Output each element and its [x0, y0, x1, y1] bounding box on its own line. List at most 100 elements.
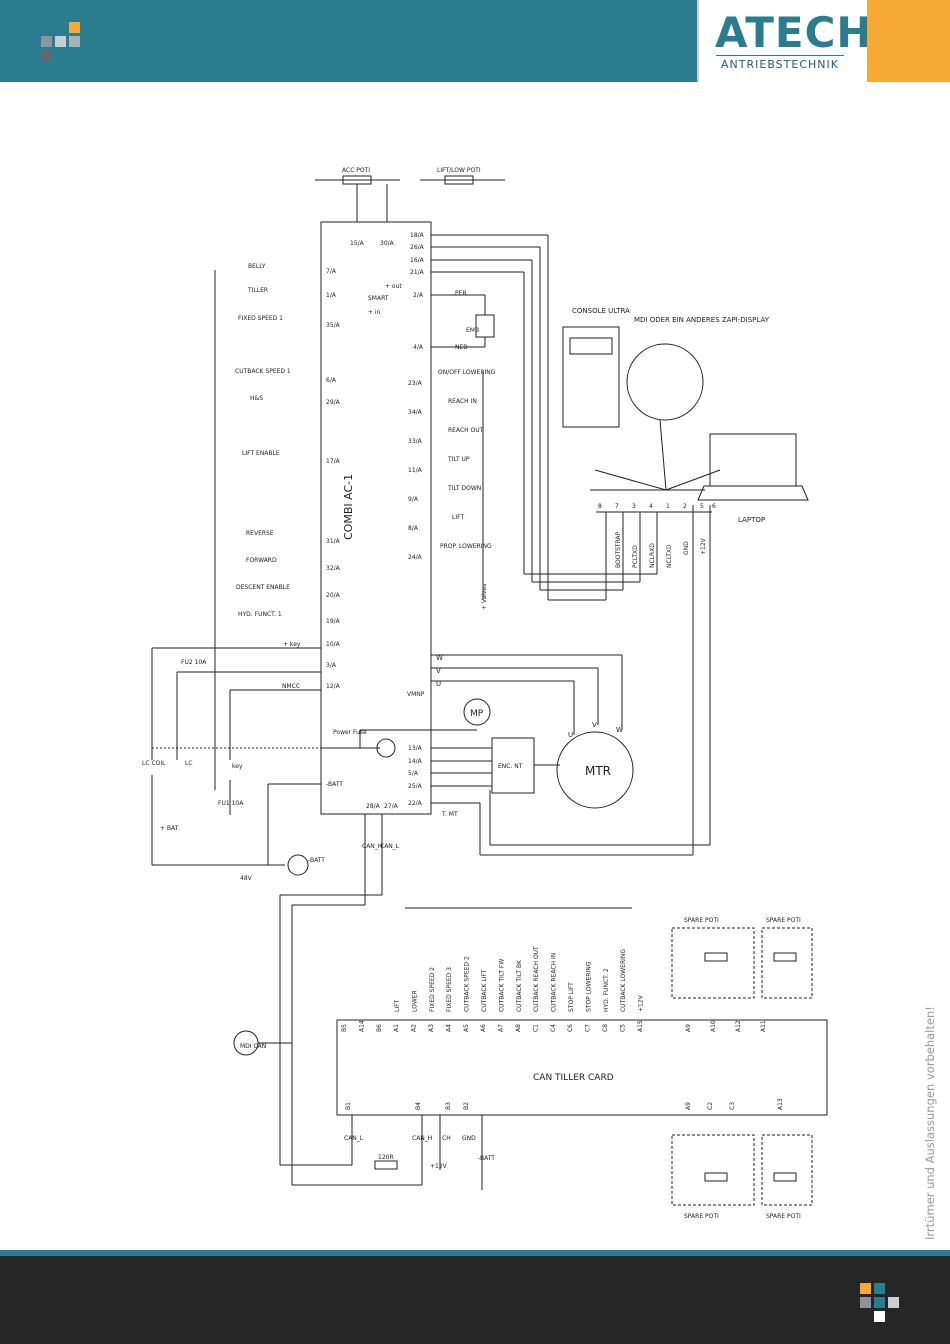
footer: [0, 1256, 950, 1344]
brand-name: ATECH: [715, 8, 873, 57]
tmt-label: T. MT: [441, 811, 458, 818]
logo-square: [874, 1283, 885, 1294]
pin-label: 8: [598, 503, 602, 510]
phase-w: W: [436, 654, 443, 662]
pin-label: 14/A: [408, 758, 423, 765]
input-label: H&S: [250, 395, 263, 402]
laptop-label: LAPTOP: [738, 516, 765, 524]
tiller-pin-label: A12: [735, 1020, 742, 1032]
lift-poti-label: LIFT/LOW POTI: [437, 167, 481, 174]
signal-label: +12V: [700, 537, 707, 555]
plus-out-label: + out: [385, 283, 402, 290]
mp-label: MP: [470, 709, 484, 719]
tiller-input-label: CUTBACK REACH OUT: [533, 946, 540, 1012]
tiller-pin-label: B5: [341, 1024, 348, 1032]
tiller-pin-label: A4: [445, 1024, 452, 1032]
logo-square: [874, 1297, 885, 1308]
valves-supply-label: + Valves: [481, 584, 488, 610]
brand-tagline: ANTRIEBSTECHNIK: [716, 55, 844, 71]
valve-label: PROP. LOWERING: [440, 543, 492, 550]
tiller-input-label: STOP LIFT: [568, 982, 575, 1012]
pin-label: 18/A: [410, 232, 425, 239]
tiller-pin-label: A11: [760, 1020, 767, 1032]
fu1-label: FU1 10A: [218, 800, 244, 807]
v12-bottom: +12V: [430, 1163, 448, 1170]
tiller-pin-label: A9: [685, 1102, 692, 1110]
logo-square: [69, 36, 80, 47]
mdi-can-label: MDI CAN: [240, 1043, 266, 1050]
acc-poti-label: ACC POTI: [342, 167, 370, 174]
mtr-label: MTR: [585, 764, 611, 778]
pin-label: 4: [649, 503, 653, 510]
pin-2a: 2/A: [413, 292, 424, 299]
pin-label: 32/A: [326, 565, 341, 572]
input-label: CUTBACK SPEED 1: [235, 368, 291, 375]
tiller-pin-label: C6: [567, 1024, 574, 1032]
signal-label: GND: [683, 541, 690, 555]
pin-label: 1: [666, 503, 670, 510]
valve-label: TILT UP: [447, 456, 470, 463]
tiller-pin-label: A6: [480, 1024, 487, 1032]
valve-label: REACH OUT: [448, 427, 484, 434]
bat-plus-label: + BAT: [160, 825, 179, 832]
pin-label: 17/A: [326, 458, 341, 465]
pin-30a: 30/A: [380, 240, 395, 247]
signal-label: NCLTXD: [666, 544, 673, 568]
pin-label: 34/A: [408, 409, 423, 416]
valve-label: ON/OFF LOWERING: [438, 369, 496, 376]
tiller-input-label: STOP LOWERING: [585, 961, 592, 1012]
top-right-pins: 18/A 26/A 16/A 21/A: [410, 232, 425, 276]
lc-label: LC: [185, 760, 193, 767]
tiller-pin-label: A3: [428, 1024, 435, 1032]
pin-label: 25/A: [408, 783, 423, 790]
pin-3a: 3/A: [326, 662, 337, 669]
logo-square: [874, 1311, 885, 1322]
tiller-pin-label: C7: [585, 1024, 592, 1032]
pin-28a: 28/A: [366, 803, 381, 810]
can-h-label: CAN_H: [362, 843, 382, 850]
power-fuse-label: Power Fuse: [333, 729, 367, 736]
tiller-input-label: +12V: [638, 994, 645, 1012]
spare-poti-label: SPARE POTI: [766, 917, 801, 924]
pin-label: 11/A: [408, 467, 423, 474]
tiller-input-label: CUTBACK TILT BK: [516, 959, 523, 1012]
pin-15a: 15/A: [350, 240, 365, 247]
can-l-bottom: CAN_L: [344, 1135, 364, 1142]
signal-label: PCLTXD: [632, 545, 639, 568]
footer-band: [0, 1250, 950, 1256]
logo-squares-icon: [41, 36, 52, 47]
pin-label: 6: [712, 503, 716, 510]
pin-label: 5: [700, 503, 704, 510]
valve-label: TILT DOWN: [447, 485, 481, 492]
tiller-input-label: CUTBACK LOWERING: [620, 949, 627, 1012]
pin-label: 31/A: [326, 538, 341, 545]
pin-4a: 4/A: [413, 344, 424, 351]
v48-label: 48V: [240, 875, 253, 882]
fu2-label: FU2 10A: [181, 659, 207, 666]
pin-label: 1/A: [326, 292, 337, 299]
pin-label: 26/A: [410, 244, 425, 251]
input-label: TILLER: [247, 287, 268, 294]
tiller-pin-label: B4: [415, 1102, 422, 1110]
input-label: DESCENT ENABLE: [236, 584, 290, 591]
lc-coil-label: LC COIL: [142, 760, 166, 767]
vmnp-label: VMNP: [407, 691, 425, 698]
input-label: LIFT ENABLE: [242, 450, 280, 457]
gnd-bottom: GND: [462, 1135, 476, 1142]
pin-label: 24/A: [408, 554, 423, 561]
logo-square: [55, 36, 66, 47]
input-label: FIXED SPEED 1: [238, 315, 283, 322]
can-l-label: CAN_L: [380, 843, 400, 850]
emb-label: EMB: [466, 327, 479, 334]
pin-label: 9/A: [408, 496, 419, 503]
signal-label: BOOTSTRAP: [615, 531, 622, 568]
signal-label: NCLRXD: [649, 543, 656, 568]
tiller-pin-label: C5: [619, 1024, 626, 1032]
can-h-bottom: CAN_H: [412, 1135, 432, 1142]
valve-label: LIFT: [452, 514, 464, 521]
ch-bottom: CH: [442, 1135, 451, 1142]
logo-square: [860, 1297, 871, 1308]
input-label: REVERSE: [246, 530, 274, 537]
pin-label: 6/A: [326, 377, 337, 384]
